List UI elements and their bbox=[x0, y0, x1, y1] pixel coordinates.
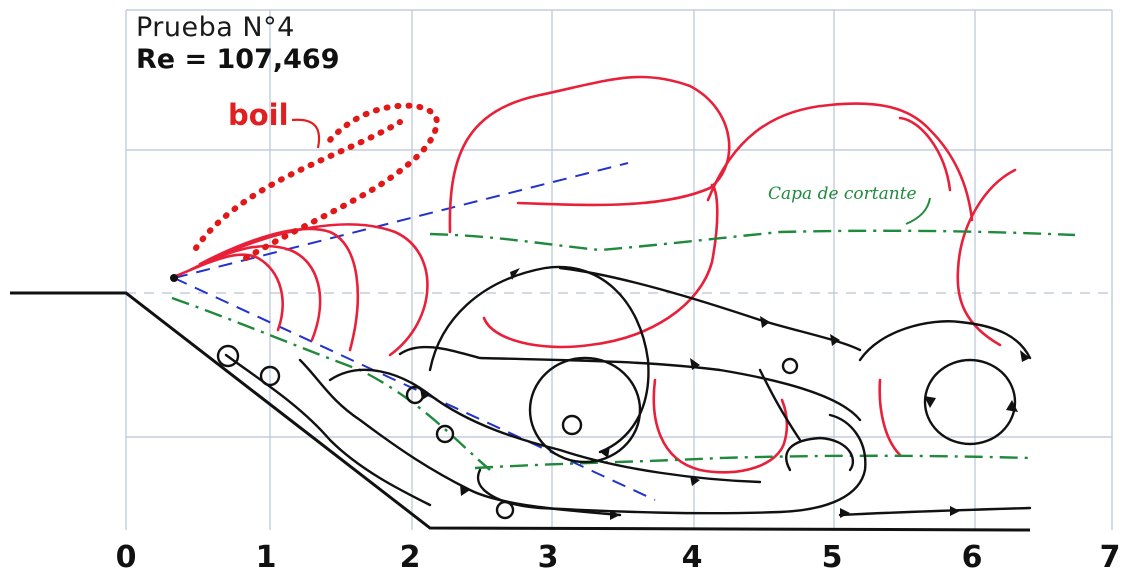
x-tick-6: 6 bbox=[961, 540, 983, 575]
red-vortex-outlines bbox=[174, 75, 1017, 474]
x-tick-5: 5 bbox=[821, 540, 843, 575]
boil-plume bbox=[193, 102, 441, 261]
x-tick-4: 4 bbox=[681, 540, 703, 575]
boil-label: boil bbox=[228, 98, 289, 132]
shear-arrow bbox=[905, 197, 931, 225]
flow-arrows bbox=[420, 268, 1030, 520]
streamlines bbox=[216, 265, 1032, 520]
separation-lines bbox=[173, 162, 656, 501]
step-wall bbox=[10, 291, 1031, 532]
reynolds-number: Re = 107,469 bbox=[136, 44, 340, 75]
x-tick-7: 7 bbox=[1099, 540, 1121, 575]
x-tick-3: 3 bbox=[537, 540, 559, 575]
separation-point bbox=[170, 274, 178, 282]
x-tick-0: 0 bbox=[115, 540, 137, 575]
x-tick-1: 1 bbox=[255, 540, 277, 575]
test-title: Prueba N°4 bbox=[136, 12, 295, 43]
boil-arrow bbox=[291, 118, 321, 149]
shear-layer-label: Capa de cortante bbox=[768, 184, 917, 204]
x-tick-2: 2 bbox=[399, 540, 421, 575]
